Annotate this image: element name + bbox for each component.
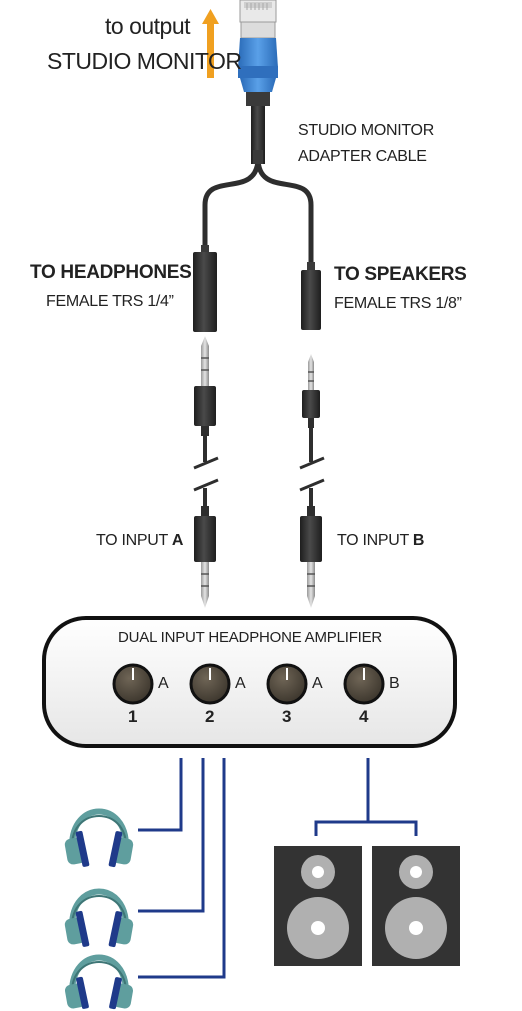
knob-1-input: A xyxy=(158,675,169,692)
knob-4-number: 4 xyxy=(359,707,369,726)
female-trs-eighth-jack xyxy=(301,262,321,330)
input-b-letter: B xyxy=(412,532,425,549)
speakers-out-subtitle: FEMALE TRS 1/8” xyxy=(334,295,462,312)
knob-2-number: 2 xyxy=(205,707,215,726)
cable-label-line1: STUDIO MONITOR xyxy=(298,122,434,139)
knob-icon xyxy=(343,663,385,705)
output-wires xyxy=(138,758,418,979)
amplifier-title: DUAL INPUT HEADPHONE AMPLIFIER xyxy=(118,629,383,646)
speakers-out-title: TO SPEAKERS xyxy=(334,264,467,285)
input-b-label: TO INPUT B xyxy=(337,532,424,550)
headphones-icon xyxy=(64,808,134,868)
cable-label-line2: ADAPTER CABLE xyxy=(298,148,427,165)
knob-icon xyxy=(112,663,154,705)
trs-plug-icon xyxy=(193,336,219,608)
trs-plug-icon xyxy=(299,354,325,608)
knob-3-input: A xyxy=(312,675,323,692)
knob-4-input: B xyxy=(389,675,400,692)
speaker-icon xyxy=(372,846,460,966)
headphones-icon xyxy=(64,888,134,948)
headphones-icon xyxy=(65,954,133,1010)
speaker-icon xyxy=(274,846,362,966)
input-a-letter: A xyxy=(171,532,184,549)
up-arrow-icon xyxy=(202,9,219,78)
output-label-line1: to output xyxy=(105,13,191,39)
adapter-cable xyxy=(202,106,314,265)
input-a-label: TO INPUT A xyxy=(96,532,183,550)
knob-3-number: 3 xyxy=(282,707,292,726)
knob-icon xyxy=(189,663,231,705)
knob-2-input: A xyxy=(235,675,246,692)
headphones-out-title: TO HEADPHONES xyxy=(30,262,192,283)
rj45-connector-icon xyxy=(238,0,278,106)
output-label-line2: STUDIO MONITOR xyxy=(47,48,242,74)
amplifier-body xyxy=(42,616,457,748)
input-b-prefix: TO INPUT xyxy=(337,532,409,549)
headphones-out-subtitle: FEMALE TRS 1/4” xyxy=(46,293,174,310)
knob-icon xyxy=(266,663,308,705)
female-trs-quarter-jack xyxy=(193,245,217,332)
input-a-prefix: TO INPUT xyxy=(96,532,168,549)
knob-1-number: 1 xyxy=(128,707,138,726)
